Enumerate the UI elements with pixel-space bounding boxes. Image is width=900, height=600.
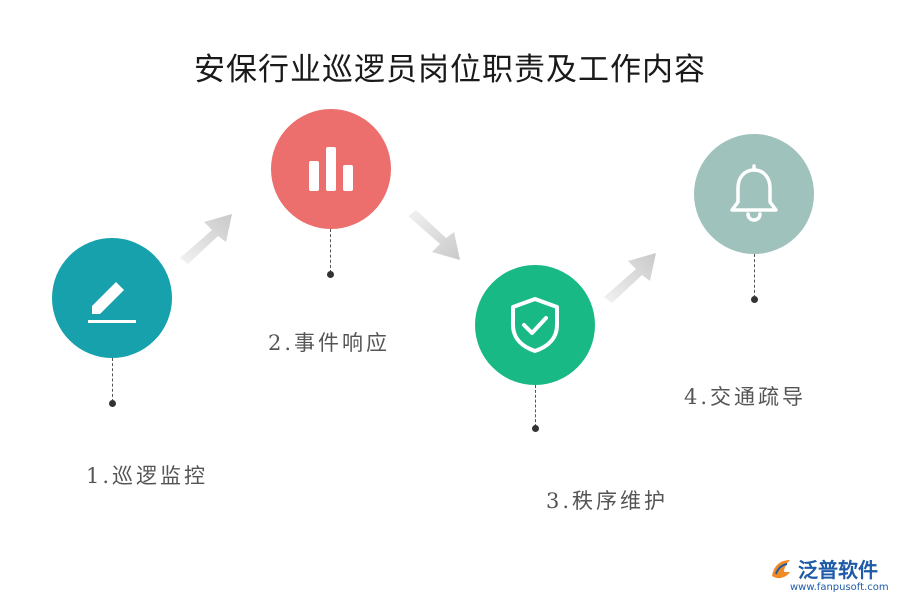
step-3-dot	[532, 425, 539, 432]
step-2-label: 2.事件响应	[268, 331, 391, 355]
step-2-circle	[271, 109, 391, 229]
step-1-dot	[109, 400, 116, 407]
logo-name: 泛普软件	[798, 558, 878, 582]
logo-url: www.fanpusoft.com	[790, 582, 889, 593]
step-1-circle	[52, 238, 172, 358]
step-4-label: 4.交通疏导	[684, 385, 807, 409]
step-2-connector	[330, 229, 331, 273]
bar-chart-icon	[309, 147, 353, 191]
brand-logo: 泛普软件	[768, 554, 878, 583]
logo-mark-icon	[772, 559, 790, 578]
step-4-connector	[754, 254, 755, 298]
step-3-label: 3.秩序维护	[546, 489, 669, 513]
shield-check-icon	[511, 297, 559, 353]
step-3-connector	[535, 385, 536, 427]
step-4-circle	[694, 134, 814, 254]
step-1-connector	[112, 358, 113, 402]
step-3-circle	[475, 265, 595, 385]
bell-icon	[730, 164, 778, 222]
arrow-right-up-icon	[180, 214, 232, 264]
step-4-dot	[751, 296, 758, 303]
arrow-right-down-icon	[408, 210, 460, 260]
arrow-right-up-icon	[604, 253, 656, 303]
step-1-label: 1.巡逻监控	[86, 464, 209, 488]
step-2-dot	[327, 271, 334, 278]
pencil-icon	[88, 282, 136, 323]
page-title: 安保行业巡逻员岗位职责及工作内容	[194, 52, 706, 88]
